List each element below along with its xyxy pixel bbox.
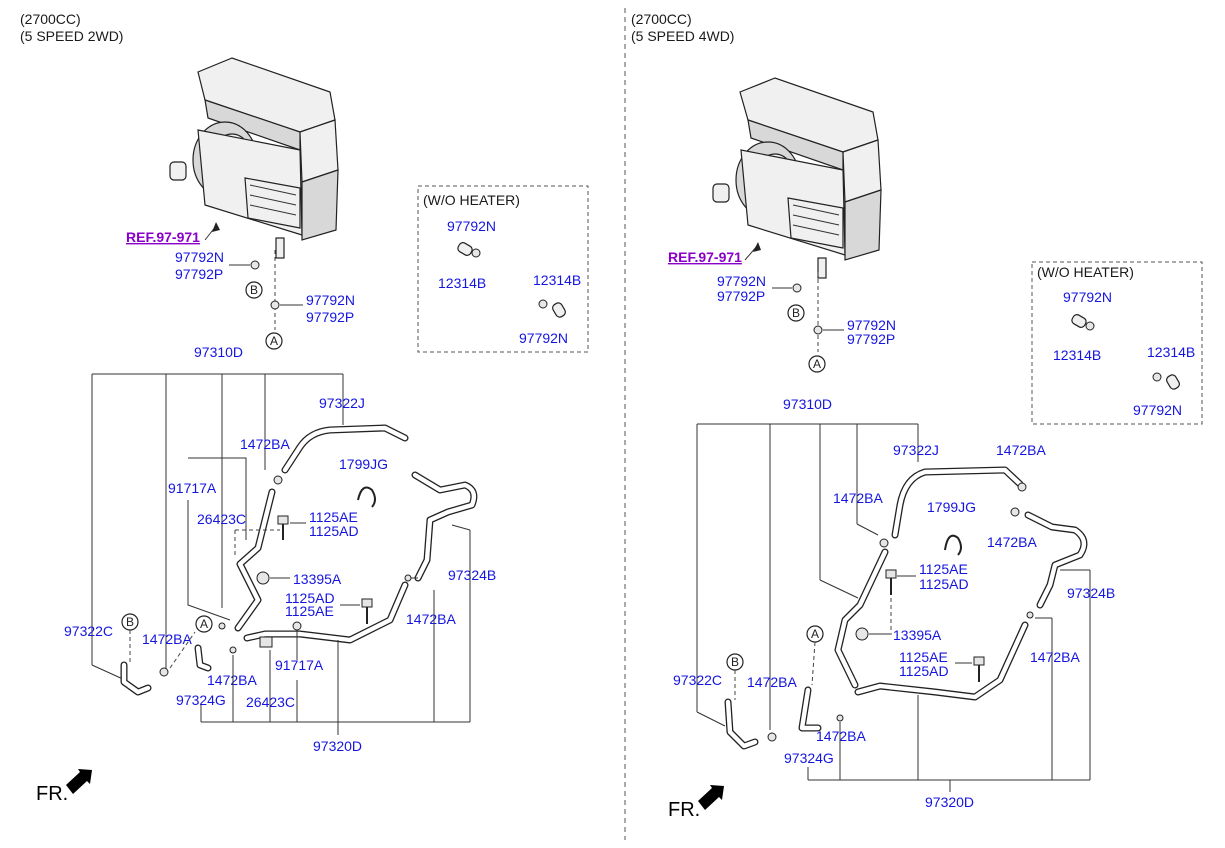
left-label-1472BA-a: 1472BA	[240, 436, 290, 452]
right-variant-transmission: (5 SPEED 4WD)	[631, 28, 734, 44]
right-label-1799JG: 1799JG	[927, 499, 976, 515]
left-inset-12314B-a: 12314B	[438, 275, 486, 291]
left-label-26423C-a: 26423C	[197, 511, 246, 527]
left-label-1472BA-d: 1472BA	[207, 672, 257, 688]
right-label-1472BA-a: 1472BA	[996, 442, 1046, 458]
right-label-13395A: 13395A	[893, 627, 942, 643]
left-variant-cc: (2700CC)	[20, 11, 81, 27]
left-label-97322J: 97322J	[319, 395, 365, 411]
right-label-97322J: 97322J	[893, 442, 939, 458]
left-label-97792P-b: 97792P	[306, 309, 354, 325]
svg-text:B: B	[250, 283, 258, 297]
svg-text:A: A	[200, 617, 208, 631]
right-label-1125AE-a: 1125AE	[919, 561, 968, 577]
right-marker-a-top	[808, 355, 826, 373]
left-variant-transmission: (5 SPEED 2WD)	[20, 28, 123, 44]
svg-text:A: A	[813, 357, 821, 371]
right-label-97792N-b: 97792N	[847, 317, 896, 333]
right-inset-97792N-a: 97792N	[1063, 289, 1112, 305]
right-label-1125AD-b: 1125AD	[899, 663, 949, 679]
left-label-1125AE-b: 1125AE	[285, 603, 334, 619]
right-label-97792P-a: 97792P	[717, 288, 765, 304]
left-label-97324G: 97324G	[176, 692, 226, 708]
left-label-97792P-a: 97792P	[175, 266, 223, 282]
right-inset-title: (W/O HEATER)	[1037, 264, 1134, 280]
left-marker-a-bottom	[195, 615, 213, 633]
right-marker-b-top	[787, 304, 805, 322]
svg-text:B: B	[126, 615, 134, 629]
right-label-97310D: 97310D	[783, 396, 832, 412]
right-inset-12314B-b: 12314B	[1147, 344, 1195, 360]
left-label-91717A-a: 91717A	[168, 480, 217, 496]
right-label-97322C: 97322C	[673, 672, 722, 688]
right-label-1472BA-c: 1472BA	[987, 534, 1037, 550]
right-ref-label[interactable]: REF.97-971	[668, 249, 742, 265]
left-label-13395A: 13395A	[293, 571, 342, 587]
right-label-1125AE-b: 1125AE	[899, 649, 948, 665]
right-hoses	[724, 466, 1088, 750]
left-marker-b-top	[245, 281, 263, 299]
right-label-1472BA-e: 1472BA	[747, 674, 797, 690]
left-inset-97792N-b: 97792N	[519, 330, 568, 346]
right-label-1125AD-a: 1125AD	[919, 576, 969, 592]
left-inset-12314B-b: 12314B	[533, 272, 581, 288]
left-label-26423C-b: 26423C	[246, 694, 295, 710]
svg-text:A: A	[811, 627, 819, 641]
left-heater-unit-drawing	[169, 57, 339, 259]
right-label-97324B: 97324B	[1067, 585, 1115, 601]
right-label-97792N-a: 97792N	[717, 273, 766, 289]
right-label-1472BA-b: 1472BA	[833, 490, 883, 506]
right-label-97792P-b: 97792P	[847, 331, 895, 347]
right-variant-cc: (2700CC)	[631, 11, 692, 27]
left-inset-title: (W/O HEATER)	[423, 192, 520, 208]
right-inset-box	[1031, 261, 1203, 425]
left-label-97322C: 97322C	[64, 623, 113, 639]
left-label-1472BA-b: 1472BA	[406, 611, 456, 627]
left-label-1472BA-c: 1472BA	[142, 631, 192, 647]
left-marker-a-top	[265, 332, 283, 350]
svg-text:B: B	[792, 306, 800, 320]
left-inset-97792N-a: 97792N	[447, 218, 496, 234]
left-panel: (2700CC) (5 SPEED 2WD) REF.97-971 97792N…	[20, 11, 589, 805]
left-label-97792N-a: 97792N	[175, 249, 224, 265]
left-inset-box	[417, 185, 589, 353]
left-front-arrow-icon	[66, 769, 92, 794]
left-label-1125AD-b: 1125AD	[285, 590, 335, 606]
left-label-97792N-b: 97792N	[306, 292, 355, 308]
left-label-1125AD-a: 1125AD	[309, 523, 359, 539]
svg-text:B: B	[731, 655, 739, 669]
right-label-1472BA-d: 1472BA	[1030, 649, 1080, 665]
right-inset-12314B-a: 12314B	[1053, 347, 1101, 363]
left-hoses	[120, 424, 478, 696]
right-label-97320D: 97320D	[925, 794, 974, 810]
right-label-97324G: 97324G	[784, 750, 834, 766]
right-heater-unit-drawing	[712, 77, 882, 279]
right-inset-97792N-b: 97792N	[1133, 402, 1182, 418]
left-label-91717A-b: 91717A	[275, 657, 324, 673]
left-label-97324B: 97324B	[448, 567, 496, 583]
right-front-indicator: FR.	[668, 799, 700, 821]
left-label-97310D: 97310D	[194, 344, 243, 360]
right-front-arrow-icon	[698, 785, 724, 810]
left-label-1125AE-a: 1125AE	[309, 509, 358, 525]
left-front-indicator: FR.	[36, 783, 68, 805]
right-panel: (2700CC) (5 SPEED 4WD) REF.97-971 97792N…	[631, 11, 1203, 821]
left-label-1799JG: 1799JG	[339, 456, 388, 472]
left-label-97320D: 97320D	[313, 738, 362, 754]
right-label-1472BA-f: 1472BA	[816, 728, 866, 744]
left-ref-label[interactable]: REF.97-971	[126, 229, 200, 245]
svg-text:A: A	[270, 334, 278, 348]
